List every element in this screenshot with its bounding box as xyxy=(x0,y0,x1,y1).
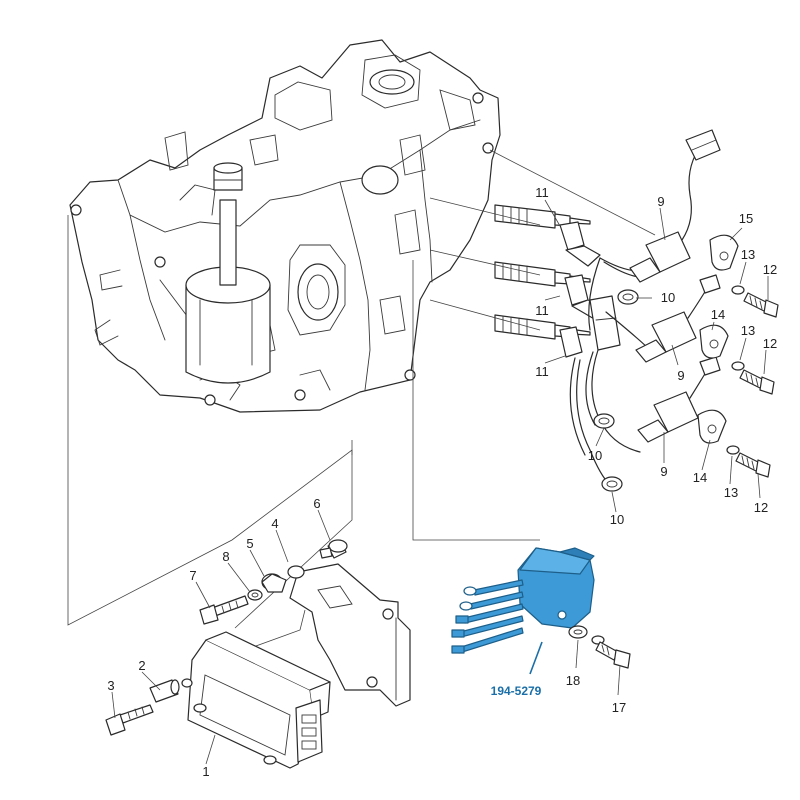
callout-5: 5 xyxy=(246,536,253,551)
part-number-label[interactable]: 194-5279 xyxy=(491,684,542,698)
callout-4: 4 xyxy=(271,516,278,531)
engine-block xyxy=(69,39,501,413)
grommets xyxy=(593,289,639,492)
bolts-12 xyxy=(735,292,779,478)
callout-15: 15 xyxy=(739,211,753,226)
callout-11-lower: 11 xyxy=(535,364,549,379)
rectifier-wire-leads xyxy=(451,579,524,654)
callout-numbers: 1 2 3 4 5 6 7 8 9 9 9 10 10 10 11 11 11 … xyxy=(107,185,777,779)
callout-17: 17 xyxy=(612,700,626,715)
callout-1: 1 xyxy=(202,764,209,779)
callout-11-middle: 11 xyxy=(535,303,549,318)
plug-cap-3 xyxy=(559,295,621,358)
callout-10-upper: 10 xyxy=(661,290,675,305)
callout-7: 7 xyxy=(189,568,196,583)
callout-11-upper: 11 xyxy=(535,185,549,200)
spark-plug-1 xyxy=(494,204,591,229)
callout-9-middle: 9 xyxy=(677,368,684,383)
callout-12-lower: 12 xyxy=(754,500,768,515)
callout-12-upper: 12 xyxy=(763,262,777,277)
rectifier-top-face xyxy=(519,547,591,575)
cdi-unit xyxy=(187,631,331,769)
highlighted-rectifier-regulator[interactable]: 194-5279 xyxy=(451,547,595,698)
part-number-leader xyxy=(529,641,543,675)
ignition-coil-2 xyxy=(635,274,721,363)
starter-motor xyxy=(185,162,271,384)
small-hardware xyxy=(199,539,348,625)
ignition-coil-1 xyxy=(629,129,721,283)
callout-14-upper: 14 xyxy=(711,307,725,322)
callout-10-lower: 10 xyxy=(610,512,624,527)
washers-13 xyxy=(726,285,745,455)
plug-cap-1 xyxy=(559,221,601,267)
callout-10-middle: 10 xyxy=(588,448,602,463)
callout-13-lower: 13 xyxy=(724,485,738,500)
bracket-4 xyxy=(289,563,411,707)
wire-clamps xyxy=(697,234,739,444)
ignition-coil-3 xyxy=(637,356,721,443)
rectifier-fin xyxy=(559,547,595,561)
callout-3: 3 xyxy=(107,678,114,693)
leader-lines xyxy=(111,199,769,765)
callout-12-middle: 12 xyxy=(763,336,777,351)
callout-8: 8 xyxy=(222,549,229,564)
callout-2: 2 xyxy=(138,658,145,673)
callout-13-upper: 13 xyxy=(741,247,755,262)
rectifier-hardware xyxy=(568,625,631,669)
rectifier-mount-hole xyxy=(557,610,567,620)
callout-6: 6 xyxy=(313,496,320,511)
callout-9-upper: 9 xyxy=(657,194,664,209)
collar-and-bolt xyxy=(105,678,193,736)
callout-13-middle: 13 xyxy=(741,323,755,338)
callout-9-lower: 9 xyxy=(660,464,667,479)
callout-18: 18 xyxy=(566,673,580,688)
callout-14-lower: 14 xyxy=(693,470,707,485)
